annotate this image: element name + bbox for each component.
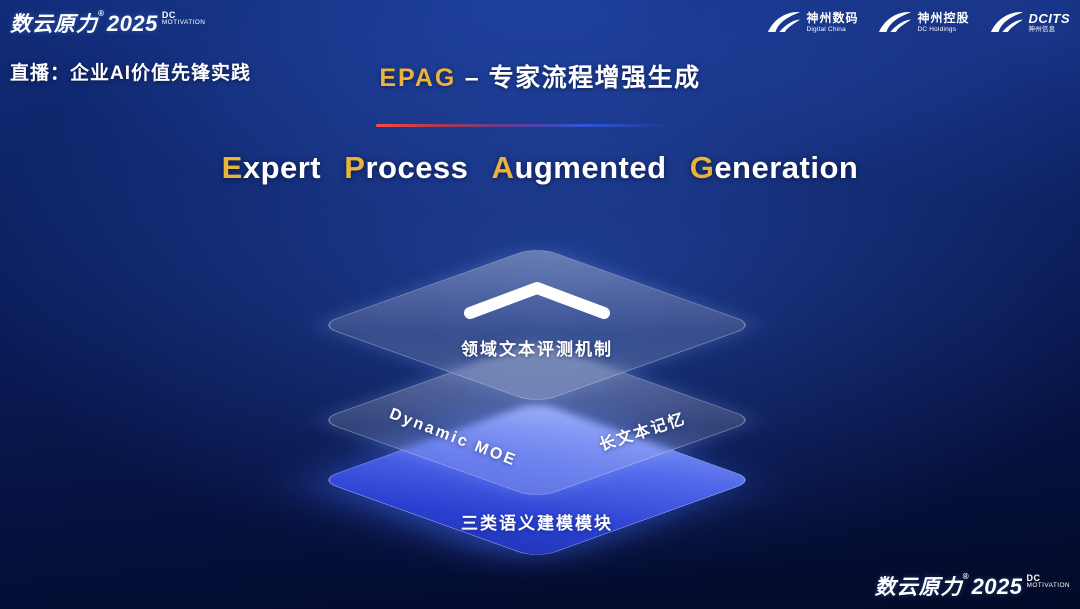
title-chinese: 专家流程增强生成 <box>488 64 701 92</box>
english-heading: Expert Process Augmented Generation <box>0 150 1080 186</box>
chevron-up-icon <box>459 277 615 328</box>
brand-logo-footer: 数云原力®2025 DC MOTIVATION <box>875 571 1070 601</box>
brand-name: 数云原力®2025 <box>874 572 1023 599</box>
heading-word: Expert <box>221 150 322 185</box>
partner-name: 神州控股 <box>917 11 970 26</box>
brand-name: 数云原力®2025 <box>10 9 158 36</box>
brand-subtext: DC MOTIVATION <box>1026 573 1070 590</box>
brand-dc: DC <box>1026 573 1041 583</box>
dc-swoosh-icon <box>767 10 801 35</box>
registered-mark: ® <box>962 572 970 581</box>
heading-word: Augmented <box>491 150 667 185</box>
partner-name: 神州数码 <box>806 11 859 26</box>
layer-stack-diagram: 领域文本评测机制 Dynamic MOE 长文本记忆 三类语义建模模块 <box>285 225 789 575</box>
title-abbreviation: EPAG <box>379 64 457 92</box>
live-stream-label: 直播：企业AI价值先锋实践 <box>10 63 252 84</box>
brand-year: 2025 <box>971 574 1023 599</box>
partner-digital-china: 神州数码 Digital China <box>767 10 858 35</box>
heading-word: Process <box>344 150 469 185</box>
registered-mark: ® <box>98 9 105 18</box>
partner-logos: 神州数码 Digital China 神州控股 DC Holdings <box>767 10 1070 35</box>
label-evaluation-mechanism: 领域文本评测机制 <box>461 340 613 359</box>
partner-dcits: DCITS 神州信息 <box>990 10 1071 35</box>
brand-logo-top: 数云原力®2025 DC MOTIVATION <box>10 8 205 38</box>
dc-swoosh-icon <box>990 10 1024 35</box>
label-semantic-modeling: 三类语义建模模块 <box>461 514 613 533</box>
slide-title: EPAG – 专家流程增强生成 <box>0 58 1080 94</box>
brand-year: 2025 <box>106 11 158 36</box>
dc-swoosh-icon <box>878 10 912 35</box>
partner-name-en: 神州信息 <box>1028 26 1056 34</box>
brand-dc: DC <box>161 10 176 20</box>
title-separator: – <box>464 64 481 92</box>
brand-motivation: MOTIVATION <box>1026 582 1070 590</box>
partner-name-en: DC Holdings <box>917 25 957 33</box>
brand-motivation: MOTIVATION <box>161 19 206 27</box>
heading-word: Generation <box>689 150 859 185</box>
partner-name-en: Digital China <box>806 25 846 33</box>
partner-dc-holdings: 神州控股 DC Holdings <box>878 10 969 35</box>
partner-name: DCITS <box>1028 10 1070 26</box>
gradient-divider <box>376 124 668 127</box>
brand-subtext: DC MOTIVATION <box>161 10 206 27</box>
